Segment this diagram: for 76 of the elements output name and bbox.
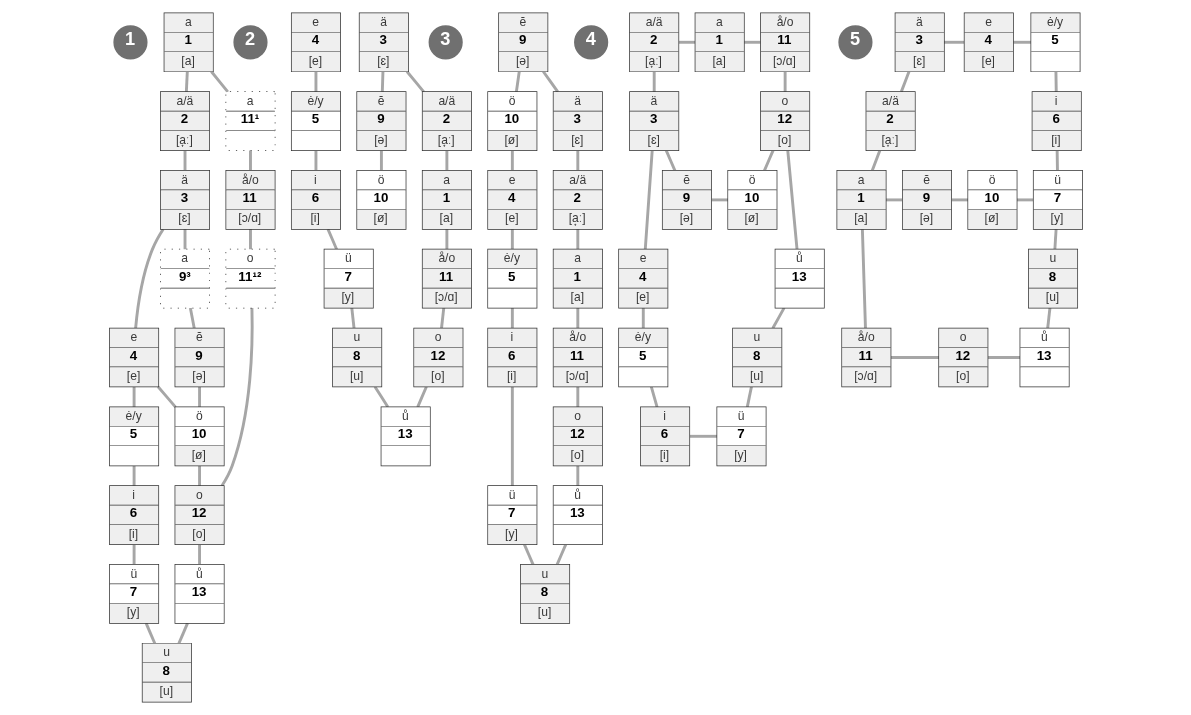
connector xyxy=(380,71,384,92)
connector xyxy=(248,150,252,171)
connector xyxy=(575,229,579,250)
connector xyxy=(555,543,567,566)
node-circle: 3 xyxy=(428,25,463,60)
connector xyxy=(183,150,186,171)
connector xyxy=(133,228,164,329)
connector xyxy=(890,356,939,359)
connector xyxy=(987,356,1020,359)
node-circle: 1 xyxy=(112,25,148,60)
connector xyxy=(379,150,383,171)
connector xyxy=(132,544,136,565)
connector xyxy=(652,71,656,92)
connector xyxy=(1012,40,1031,44)
connector xyxy=(885,198,903,202)
connector xyxy=(132,386,136,408)
connector xyxy=(132,465,136,486)
connector xyxy=(943,40,964,44)
connector xyxy=(156,385,177,409)
connector xyxy=(184,71,189,92)
connector xyxy=(326,228,338,251)
connector xyxy=(197,465,201,486)
connector xyxy=(373,385,389,408)
connector xyxy=(783,71,787,92)
connector xyxy=(415,386,428,408)
connector xyxy=(678,40,695,44)
connector xyxy=(522,543,534,566)
connector xyxy=(641,307,645,329)
connector xyxy=(575,465,579,486)
connector xyxy=(899,71,910,93)
connector xyxy=(405,70,425,93)
connector xyxy=(197,544,201,565)
connector xyxy=(575,386,579,408)
connector xyxy=(177,622,189,645)
connector xyxy=(197,386,201,408)
connector xyxy=(510,229,514,250)
connector xyxy=(183,229,186,250)
connector xyxy=(771,307,785,329)
connector xyxy=(248,229,252,250)
connector xyxy=(514,71,521,93)
connector xyxy=(711,198,728,202)
node-circle: 4 xyxy=(573,25,608,60)
connector xyxy=(575,307,579,329)
connector xyxy=(649,386,658,408)
connector xyxy=(689,434,717,438)
connector xyxy=(314,150,317,171)
connector xyxy=(870,149,881,172)
connector xyxy=(220,307,254,487)
connector xyxy=(951,198,968,202)
connector xyxy=(444,229,448,250)
connector xyxy=(745,386,753,408)
connector xyxy=(743,40,761,44)
connector xyxy=(762,149,774,172)
node-circle: 2 xyxy=(232,25,268,60)
connector xyxy=(785,150,798,250)
connector xyxy=(314,71,317,92)
connector xyxy=(510,307,514,329)
connector xyxy=(643,150,654,250)
connector xyxy=(1052,229,1058,250)
node-circle: 5 xyxy=(837,25,873,60)
connector xyxy=(860,229,867,329)
connector xyxy=(1055,150,1059,171)
connector xyxy=(439,307,445,329)
connector xyxy=(349,307,355,329)
connector xyxy=(1016,198,1034,202)
connector xyxy=(541,70,559,93)
connector xyxy=(444,150,448,171)
connector xyxy=(1045,307,1051,329)
connector xyxy=(664,149,676,172)
connector xyxy=(144,622,156,645)
connector xyxy=(510,386,514,486)
connector xyxy=(1053,71,1058,92)
connector xyxy=(510,150,514,171)
connector xyxy=(188,307,196,329)
connector xyxy=(209,70,229,93)
connector xyxy=(575,150,579,171)
